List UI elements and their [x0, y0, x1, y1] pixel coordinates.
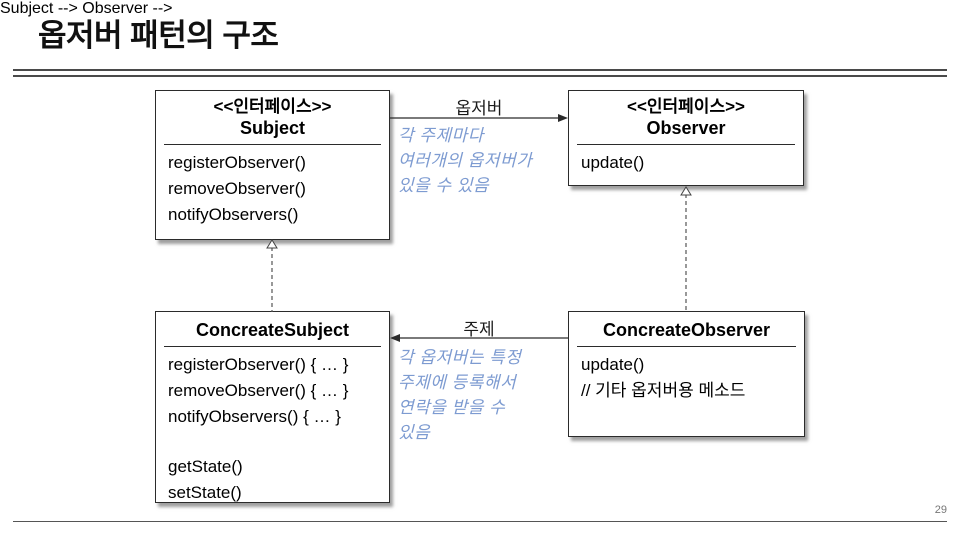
concreate-observer-realization-line [680, 186, 692, 312]
subject-method: removeObserver() [168, 179, 306, 198]
observer-method: update() [581, 153, 645, 172]
annotation-top-line: 여러개의 옵저버가 [398, 151, 533, 170]
concreate-observer-method: update() [581, 355, 645, 374]
concreate-subject-method: setState() [168, 483, 242, 502]
concreate-subject-method: removeObserver() { … } [168, 381, 349, 400]
concreate-subject-method: getState() [168, 457, 243, 476]
method-spacer [168, 430, 389, 454]
observer-name: Observer [646, 118, 726, 138]
uml-class-concreate-subject: ConcreateSubject registerObserver() { … … [155, 311, 390, 503]
annotation-top-line: 있을 수 있음 [398, 176, 490, 195]
observer-separator [577, 144, 795, 145]
annotation-bottom-line: 주제에 등록해서 [398, 373, 517, 392]
subject-name: Subject [239, 118, 305, 138]
observer-stereotype: <<인터페이스>> [627, 97, 745, 116]
header-divider [13, 69, 947, 77]
concreate-subject-method: registerObserver() { … } [168, 355, 349, 374]
concreate-observer-name: ConcreateObserver [602, 320, 771, 340]
concreate-subject-methods: registerObserver() { … } removeObserver(… [156, 347, 389, 506]
uml-class-observer: <<인터페이스>> Observer update() [568, 90, 804, 186]
annotation-top: 각 주제마다 여러개의 옵저버가 있을 수 있음 [398, 123, 532, 198]
observer-methods: update() [569, 145, 803, 176]
concreate-subject-realization-line [266, 239, 278, 312]
bottom-arrow-label: 주제 [463, 320, 495, 339]
uml-class-concreate-observer: ConcreateObserver update() // 기타 옵저버용 메소… [568, 311, 805, 437]
top-arrow-label: 옵저버 [455, 99, 503, 118]
concreate-observer-method: // 기타 옵저버용 메소드 [581, 381, 746, 400]
concreate-observer-separator [577, 346, 796, 347]
annotation-bottom: 각 옵저버는 특정 주제에 등록해서 연락을 받을 수 있음 [398, 345, 521, 445]
annotation-bottom-line: 있음 [398, 423, 431, 442]
page-number: 29 [934, 504, 947, 516]
concreate-subject-separator [164, 346, 381, 347]
annotation-bottom-line: 각 옵저버는 특정 [398, 348, 522, 367]
page-title: 옵저버 패턴의 구조 [38, 18, 279, 53]
concreate-observer-methods: update() // 기타 옵저버용 메소드 [569, 347, 804, 404]
concreate-observer-to-subject-arrow [390, 334, 568, 342]
subject-stereotype: <<인터페이스>> [213, 97, 332, 116]
subject-to-observer-arrow [390, 114, 568, 122]
subject-methods: registerObserver() removeObserver() noti… [156, 145, 389, 228]
footer-divider [13, 521, 947, 522]
subject-method: registerObserver() [168, 153, 306, 172]
uml-class-subject: <<인터페이스>> Subject registerObserver() rem… [155, 90, 390, 240]
subject-method: notifyObservers() [168, 205, 299, 224]
annotation-top-line: 각 주제마다 [398, 126, 484, 145]
concreate-subject-method: notifyObservers() { … } [168, 407, 341, 426]
concreate-subject-name: ConcreateSubject [195, 320, 350, 340]
annotation-bottom-line: 연락을 받을 수 [398, 398, 506, 417]
subject-separator [164, 144, 381, 145]
